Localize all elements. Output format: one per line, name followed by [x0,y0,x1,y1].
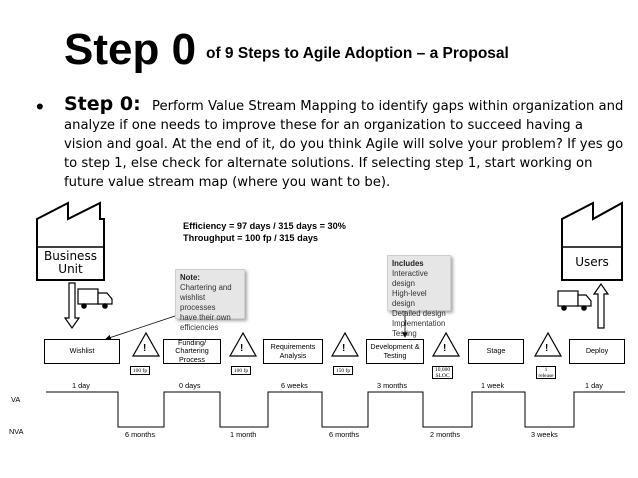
inventory-label: 10,000 SLOC [432,366,453,379]
note-line: Chartering and [180,283,232,292]
efficiency-text: Efficiency = 97 days / 315 days = 30% [183,221,346,231]
business-unit-label-line1: Business [44,249,97,263]
users-factory-icon [561,201,623,281]
page-title: Step 0 [64,25,197,74]
includes-line: Testing [392,329,417,338]
inventory-label: 100 fp [130,366,150,375]
va-time-label: 0 days [179,381,201,390]
va-time-label: 1 week [481,381,505,390]
inventory-warning-icon: ! [342,343,346,354]
inventory-label: 100 fp [231,366,251,375]
inventory-warning-icon: ! [545,343,549,354]
throughput-text: Throughput = 100 fp / 315 days [183,233,319,243]
step-label: Step 0: [64,93,141,115]
process-deploy: Deploy [569,339,625,364]
note-pointer-arrow [105,314,179,341]
process-stage: Stage [468,339,524,364]
inventory-warning-icon: ! [143,343,147,354]
step-first-line: Perform Value Stream Mapping to identify… [152,99,595,114]
note-line: efficiencies [180,323,219,332]
truck-icon-right [557,290,592,311]
timeline-ladder [46,391,625,428]
note-sticky: Note: Chartering and wishlist processes … [175,269,245,332]
note-heading: Note: [180,273,200,282]
truck-icon-left [77,288,113,309]
business-unit-label-line2: Unit [58,262,83,276]
includes-line: Detailed design [392,309,446,318]
va-time-label: 3 months [377,381,408,390]
va-time-label: 1 day [585,381,603,390]
process-funding-chartering: Funding/ Chartering Process [163,338,221,364]
nva-time-label: 3 weeks [531,430,558,439]
process-requirements-analysis: Requirements Analysis [263,339,323,364]
process-development-testing: Development & Testing [366,339,424,364]
push-arrow-down [63,282,81,330]
push-arrow-up [592,282,610,329]
inventory-label: 150 fp [333,366,353,375]
note-line: wishlist processes [180,293,216,312]
page-subtitle: of 9 Steps to Agile Adoption – a Proposa… [206,45,509,62]
step-body-text: and analyze if one needs to improve thes… [64,99,624,190]
va-axis-label: VA [11,395,21,404]
step-description: Perform Value Stream Mapping to identify… [64,97,624,192]
includes-sticky: Includes Interactive design High-level d… [387,255,451,338]
bullet-marker: • [36,94,44,119]
nva-time-label: 1 month [230,430,257,439]
business-unit-label: Business Unit [37,250,104,276]
inventory-warning-icon: ! [240,343,244,354]
va-time-label: 6 weeks [281,381,308,390]
metrics-block: Efficiency = 97 days / 315 days = 30% Th… [183,220,346,244]
includes-line: Implementation [392,319,446,328]
process-wishlist: Wishlist [44,339,120,364]
business-unit-factory-icon [36,201,105,281]
inventory-warning-icon: ! [443,343,447,354]
includes-heading: Includes [392,259,424,268]
users-label: Users [575,255,609,269]
va-time-label: 1 day [72,381,90,390]
nva-time-label: 6 months [329,430,360,439]
includes-line: Interactive design [392,269,428,288]
includes-line: High-level design [392,289,427,308]
nva-time-label: 6 months [125,430,156,439]
inventory-triangles [131,331,563,357]
note-line: have their own [180,313,231,322]
nva-axis-label: NVA [9,427,24,436]
nva-time-label: 2 months [430,430,461,439]
inventory-label: 1 release [536,366,556,379]
